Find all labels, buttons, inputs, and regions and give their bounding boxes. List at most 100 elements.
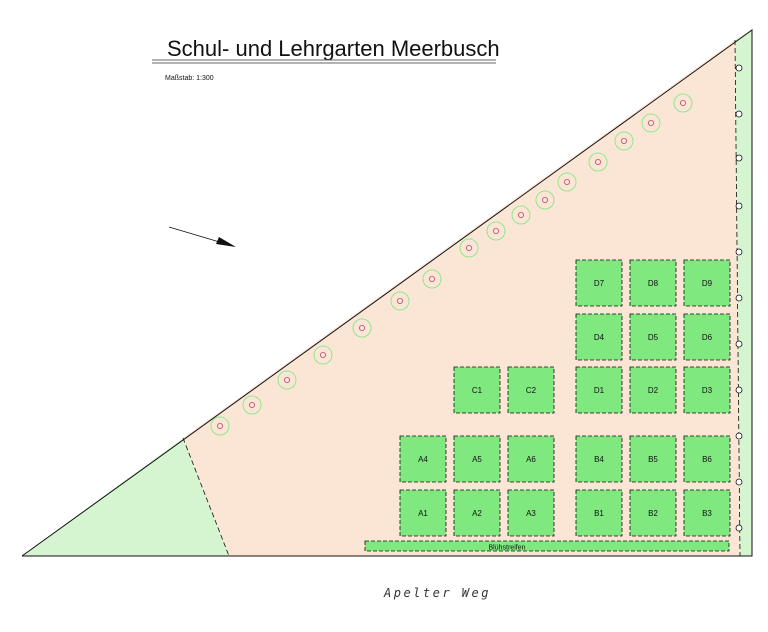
garden-bed-c1: C1 — [453, 366, 501, 414]
bed-rect — [453, 435, 501, 483]
bed-label: D5 — [648, 333, 659, 342]
bed-label: B3 — [702, 509, 712, 518]
garden-bed-a5: A5 — [453, 435, 501, 483]
bed-label: B5 — [648, 455, 658, 464]
bed-label: D4 — [594, 333, 605, 342]
tree-icon — [277, 370, 297, 390]
green-corner-zone — [22, 438, 229, 556]
garden-bed-b4: B4 — [575, 435, 623, 483]
bed-label: A6 — [526, 455, 536, 464]
bed-label: B1 — [594, 509, 604, 518]
garden-bed-d7: D7 — [575, 259, 623, 307]
bed-label: B4 — [594, 455, 604, 464]
bed-rect — [575, 435, 623, 483]
post-icon — [735, 340, 743, 348]
tree-icon — [313, 345, 333, 365]
post-icon — [735, 386, 743, 394]
tree-row — [210, 93, 693, 436]
bed-rect — [629, 313, 677, 361]
garden-bed-b3: B3 — [683, 489, 731, 537]
tree-icon — [641, 113, 661, 133]
bed-rect — [507, 435, 555, 483]
garden-bed-d3: D3 — [683, 366, 731, 414]
bed-rect — [683, 489, 731, 537]
tree-icon — [422, 269, 442, 289]
tree-icon — [210, 416, 230, 436]
bed-label: D3 — [702, 386, 713, 395]
bed-rect — [507, 366, 555, 414]
bed-label: A1 — [418, 509, 428, 518]
bed-rect — [399, 489, 447, 537]
bed-label: B6 — [702, 455, 712, 464]
tree-icon — [352, 318, 372, 338]
plot-outline — [21, 29, 753, 557]
bed-label: A5 — [472, 455, 482, 464]
bed-rect — [629, 259, 677, 307]
garden-bed-b5: B5 — [629, 435, 677, 483]
garden-bed-d8: D8 — [629, 259, 677, 307]
garden-bed-c2: C2 — [507, 366, 555, 414]
post-icon — [735, 110, 743, 118]
bed-label: D7 — [594, 279, 605, 288]
fence-posts — [735, 64, 743, 532]
bed-label: C1 — [472, 386, 483, 395]
post-icon — [735, 478, 743, 486]
garden-bed-b6: B6 — [683, 435, 731, 483]
bed-label: D8 — [648, 279, 659, 288]
bed-rect — [399, 435, 447, 483]
garden-bed-d9: D9 — [683, 259, 731, 307]
bed-label: D6 — [702, 333, 713, 342]
bluehstreifen-label: Blühstreifen — [489, 545, 526, 552]
tree-icon — [557, 172, 577, 192]
bed-rect — [629, 366, 677, 414]
bed-label: A2 — [472, 509, 482, 518]
garden-bed-a6: A6 — [507, 435, 555, 483]
post-icon — [735, 154, 743, 162]
bed-rect — [453, 489, 501, 537]
post-icon — [735, 248, 743, 256]
garden-bed-b2: B2 — [629, 489, 677, 537]
garden-bed-a2: A2 — [453, 489, 501, 537]
bed-label: D9 — [702, 279, 713, 288]
post-icon — [735, 64, 743, 72]
bed-rect — [629, 489, 677, 537]
bed-rect — [453, 366, 501, 414]
scale-label: Maßstab: 1:300 — [165, 75, 214, 82]
bed-rect — [507, 489, 555, 537]
tree-icon — [390, 291, 410, 311]
tree-icon — [486, 221, 506, 241]
post-icon — [735, 202, 743, 210]
bed-label: D1 — [594, 386, 605, 395]
post-icon — [735, 432, 743, 440]
bed-rect — [575, 366, 623, 414]
bed-rect — [683, 259, 731, 307]
bed-rect — [575, 259, 623, 307]
tree-icon — [511, 205, 531, 225]
tree-icon — [673, 93, 693, 113]
garden-bed-d1: D1 — [575, 366, 623, 414]
garden-bed-d6: D6 — [683, 313, 731, 361]
garden-bed-a3: A3 — [507, 489, 555, 537]
bed-rect — [575, 313, 623, 361]
road-label: Apelter Weg — [383, 586, 491, 600]
bed-rect — [629, 435, 677, 483]
bed-label: C2 — [526, 386, 537, 395]
tree-icon — [614, 131, 634, 151]
bed-rect — [683, 435, 731, 483]
bed-label: B2 — [648, 509, 658, 518]
garden-bed-d5: D5 — [629, 313, 677, 361]
tree-icon — [535, 190, 555, 210]
bed-rect — [683, 366, 731, 414]
tree-icon — [242, 395, 262, 415]
green-strip-right — [735, 30, 752, 556]
garden-bed-d4: D4 — [575, 313, 623, 361]
bed-label: A4 — [418, 455, 428, 464]
corner-boundary — [182, 437, 230, 557]
garden-bed-a1: A1 — [399, 489, 447, 537]
garden-bed-b1: B1 — [575, 489, 623, 537]
tree-icon — [459, 238, 479, 258]
post-icon — [735, 524, 743, 532]
bed-label: A3 — [526, 509, 536, 518]
